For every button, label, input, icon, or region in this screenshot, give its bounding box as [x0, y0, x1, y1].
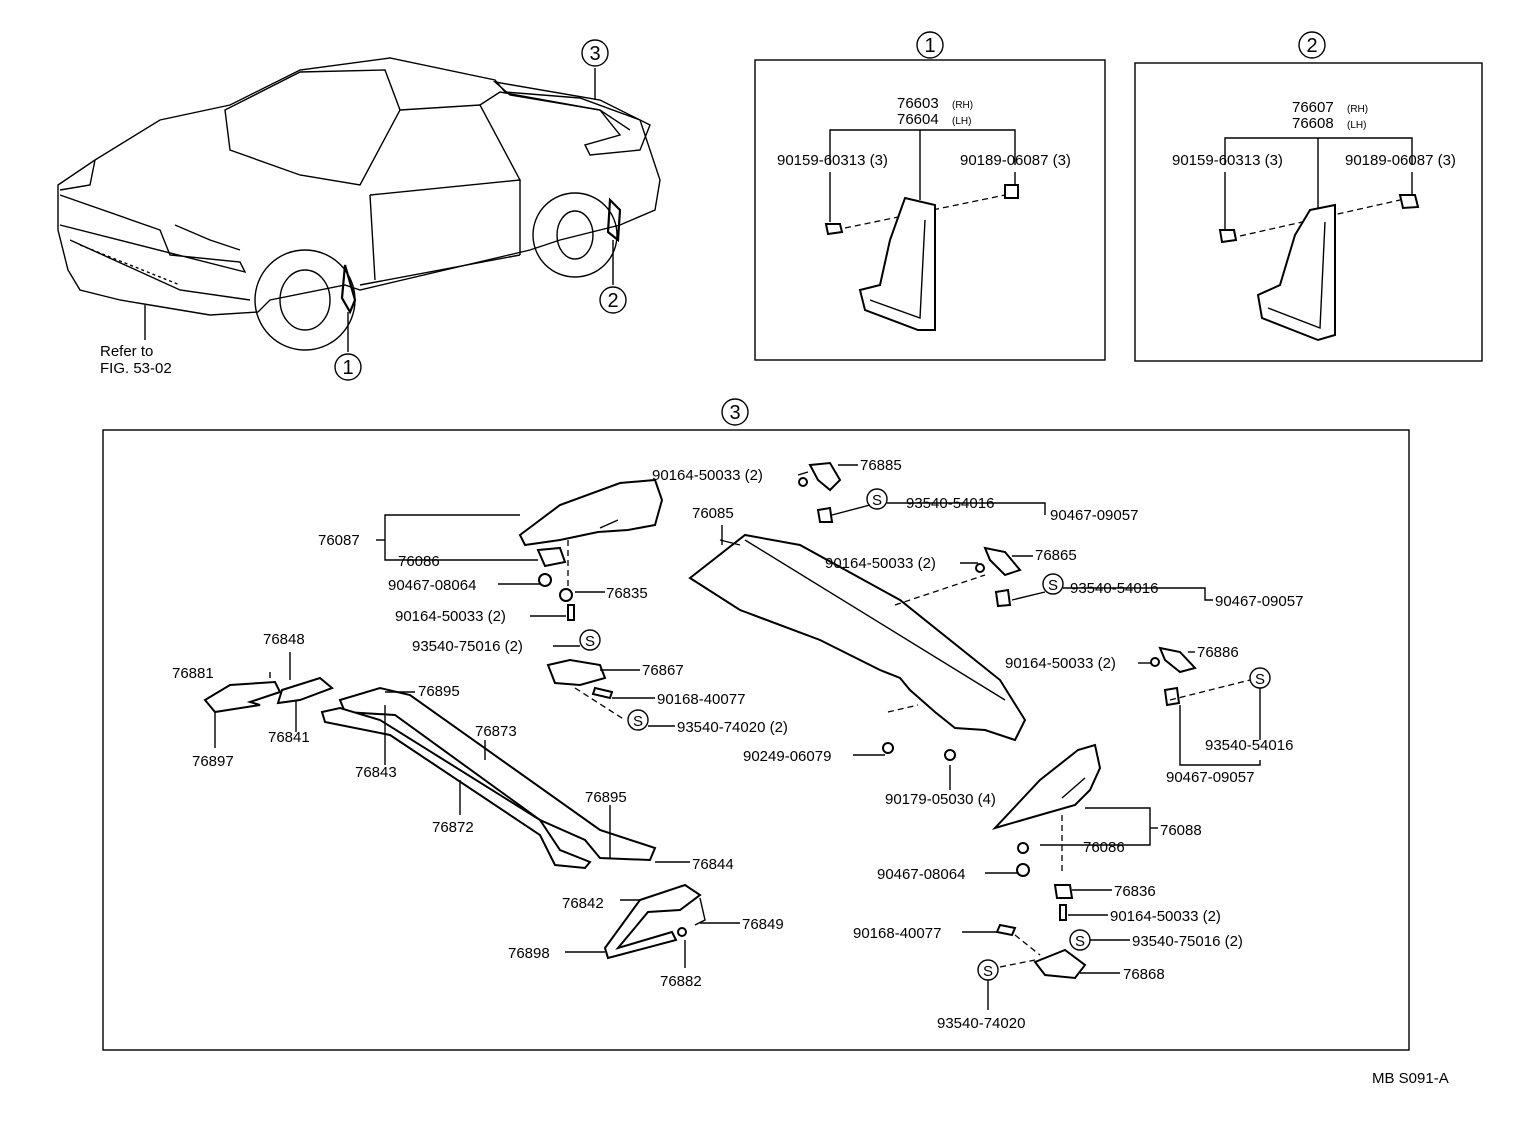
box-3-rear-spoiler: 3	[102, 398, 1410, 1051]
label-90164-50033-a: 90164-50033 (2)	[652, 467, 763, 484]
svg-text:S: S	[872, 492, 882, 509]
label-76841: 76841	[268, 729, 310, 746]
label-76849: 76849	[742, 916, 784, 933]
svg-text:S: S	[633, 713, 643, 730]
label-76842: 76842	[562, 895, 604, 912]
label-76865: 76865	[1035, 547, 1077, 564]
label-76867: 76867	[642, 662, 684, 679]
label-76087: 76087	[318, 532, 360, 549]
label-90467-09057-c: 90467-09057	[1166, 769, 1254, 786]
svg-text:S: S	[1255, 671, 1265, 688]
label-76898: 76898	[508, 945, 550, 962]
label-76881: 76881	[172, 665, 214, 682]
label-76843: 76843	[355, 764, 397, 781]
label-76848: 76848	[263, 631, 305, 648]
leader-lines	[214, 464, 1261, 1010]
label-93540-75016-b: 93540-75016 (2)	[1132, 933, 1243, 950]
label-76844: 76844	[692, 856, 734, 873]
label-76085: 76085	[692, 505, 734, 522]
label-90249-06079: 90249-06079	[743, 748, 831, 765]
label-76873: 76873	[475, 723, 517, 740]
svg-text:76603: 76603	[897, 95, 939, 112]
label-76836: 76836	[1114, 883, 1156, 900]
hardware-parts	[536, 461, 1251, 980]
label-93540-74020-a: 93540-74020 (2)	[677, 719, 788, 736]
callout-2-car: 2	[599, 286, 627, 314]
callout-1-car: 1	[334, 353, 362, 381]
svg-text:76608: 76608	[1292, 115, 1334, 132]
svg-text:(RH): (RH)	[1347, 104, 1368, 115]
label-90179-05030: 90179-05030 (4)	[885, 791, 996, 808]
label-93540-75016-a: 93540-75016 (2)	[412, 638, 523, 655]
refer-text-2: FIG. 53-02	[100, 360, 172, 377]
svg-text:S: S	[585, 633, 595, 650]
label-93540-54016-c: 93540-54016	[1205, 737, 1293, 754]
callout-3-top: 3	[581, 39, 609, 67]
label-76086-a: 76086	[398, 553, 440, 570]
label-76086-b: 76086	[1083, 839, 1125, 856]
svg-text:(LH): (LH)	[1347, 120, 1366, 131]
label-90164-50033-d: 90164-50033 (2)	[1005, 655, 1116, 672]
label-76882: 76882	[660, 973, 702, 990]
refer-text-1: Refer to	[100, 343, 153, 360]
label-90168-40077-b: 90168-40077	[853, 925, 941, 942]
label-93540-54016-b: 93540-54016	[1070, 580, 1158, 597]
label-76895-a: 76895	[418, 683, 460, 700]
svg-text:76607: 76607	[1292, 99, 1334, 116]
car-illustration	[57, 57, 661, 352]
svg-text:90189-06087 (3): 90189-06087 (3)	[960, 152, 1071, 169]
svg-text:3: 3	[729, 402, 740, 424]
svg-text:76604: 76604	[897, 111, 939, 128]
label-90467-08064-a: 90467-08064	[388, 577, 476, 594]
label-76868: 76868	[1123, 966, 1165, 983]
label-76895-b: 76895	[585, 789, 627, 806]
svg-text:(LH): (LH)	[952, 116, 971, 127]
svg-text:1: 1	[342, 357, 353, 379]
box-1-front-mudguard: 1 76603 (RH) 76604 (LH) 90159-60313 (3) …	[754, 31, 1106, 361]
label-90467-09057-b: 90467-09057	[1215, 593, 1303, 610]
s-marks: S S S S S S S	[579, 488, 1271, 981]
label-90164-50033-e: 90164-50033 (2)	[1110, 908, 1221, 925]
svg-text:S: S	[1075, 933, 1085, 950]
label-93540-74020-b: 93540-74020	[937, 1015, 1025, 1032]
svg-text:3: 3	[589, 43, 600, 65]
label-90168-40077-a: 90168-40077	[657, 691, 745, 708]
label-76872: 76872	[432, 819, 474, 836]
svg-text:1: 1	[924, 35, 935, 57]
label-90467-09057-a: 90467-09057	[1050, 507, 1138, 524]
label-90164-50033-c: 90164-50033 (2)	[825, 555, 936, 572]
svg-text:90159-60313 (3): 90159-60313 (3)	[777, 152, 888, 169]
seal-parts	[203, 676, 706, 960]
svg-text:90159-60313 (3): 90159-60313 (3)	[1172, 152, 1283, 169]
box-2-rear-mudguard: 2 76607 (RH) 76608 (LH) 90159-60313 (3) …	[1134, 31, 1483, 362]
label-76835: 76835	[606, 585, 648, 602]
label-76886: 76886	[1197, 644, 1239, 661]
label-76885: 76885	[860, 457, 902, 474]
label-93540-54016-a: 93540-54016	[906, 495, 994, 512]
label-90467-08064-b: 90467-08064	[877, 866, 965, 883]
svg-text:90189-06087 (3): 90189-06087 (3)	[1345, 152, 1456, 169]
svg-text:2: 2	[1306, 35, 1317, 57]
svg-text:S: S	[1048, 577, 1058, 594]
label-76897: 76897	[192, 753, 234, 770]
svg-text:2: 2	[607, 290, 618, 312]
part-labels: 90164-50033 (2) 76885 93540-54016 90467-…	[172, 457, 1303, 1032]
svg-text:S: S	[983, 963, 993, 980]
label-76088: 76088	[1160, 822, 1202, 839]
label-90164-50033-b: 90164-50033 (2)	[395, 608, 506, 625]
svg-text:(RH): (RH)	[952, 100, 973, 111]
figure-code: MB S091-A	[1372, 1070, 1449, 1087]
